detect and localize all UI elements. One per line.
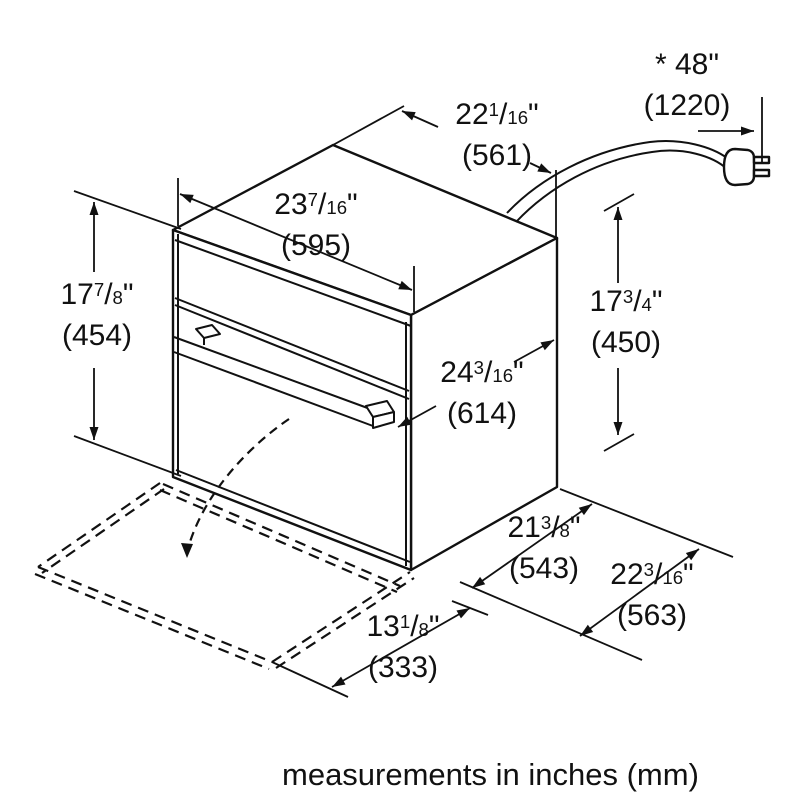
handle-right-cap-front <box>372 411 395 429</box>
door-swing-arrow <box>181 418 290 558</box>
door-handle <box>173 324 395 429</box>
extension-lines <box>73 97 763 698</box>
dim-width <box>179 193 413 291</box>
dim-door-open-label: 131/8" (333) <box>366 610 440 685</box>
ext-back-bottom <box>559 488 734 558</box>
control-panel-band <box>174 239 412 327</box>
door-bottom-edge <box>175 469 411 563</box>
control-panel-divider-top <box>174 297 410 392</box>
dim-cord-label: * 48" (1220) <box>643 48 731 123</box>
dim-width-label: 237/16" (595) <box>274 188 358 263</box>
control-panel-divider-bottom <box>174 304 410 400</box>
ext-frontheight-bottom <box>73 435 182 477</box>
dim-bottom-depth <box>471 503 593 589</box>
dim-bottom-depth-door-label: 223/16" (563) <box>610 558 694 633</box>
dim-front-height-label: 177/8" (454) <box>60 278 134 353</box>
handle-left-bracket <box>195 324 221 339</box>
ext-door-open-corner <box>271 661 349 698</box>
units-note: measurements in inches (mm) <box>282 757 699 792</box>
dimension-lines <box>89 110 754 688</box>
dim-depth-handle-label: 243/16" (614) <box>440 356 524 431</box>
dim-back-height-label: 173/4" (450) <box>589 285 663 360</box>
oven-body <box>171 143 559 572</box>
ext-frontheight-top <box>73 190 182 230</box>
dim-top-depth-label: 221/16" (561) <box>455 98 539 173</box>
power-cord <box>506 140 728 223</box>
ext-door-bottom <box>459 581 643 661</box>
handle-bar-bottom <box>173 351 374 427</box>
dim-bottom-depth-label: 213/8" (543) <box>507 511 581 586</box>
ext-backheight-top <box>603 193 635 212</box>
handle-bar-top <box>173 336 374 411</box>
ext-topdepth-left <box>332 105 405 146</box>
oven-front-details <box>174 234 412 566</box>
dim-bottom-depth-door <box>579 548 700 637</box>
dim-door-open <box>331 607 471 688</box>
door-open-projection <box>34 482 415 671</box>
ext-backheight-bottom <box>603 433 635 452</box>
oven-front-face <box>171 228 413 572</box>
